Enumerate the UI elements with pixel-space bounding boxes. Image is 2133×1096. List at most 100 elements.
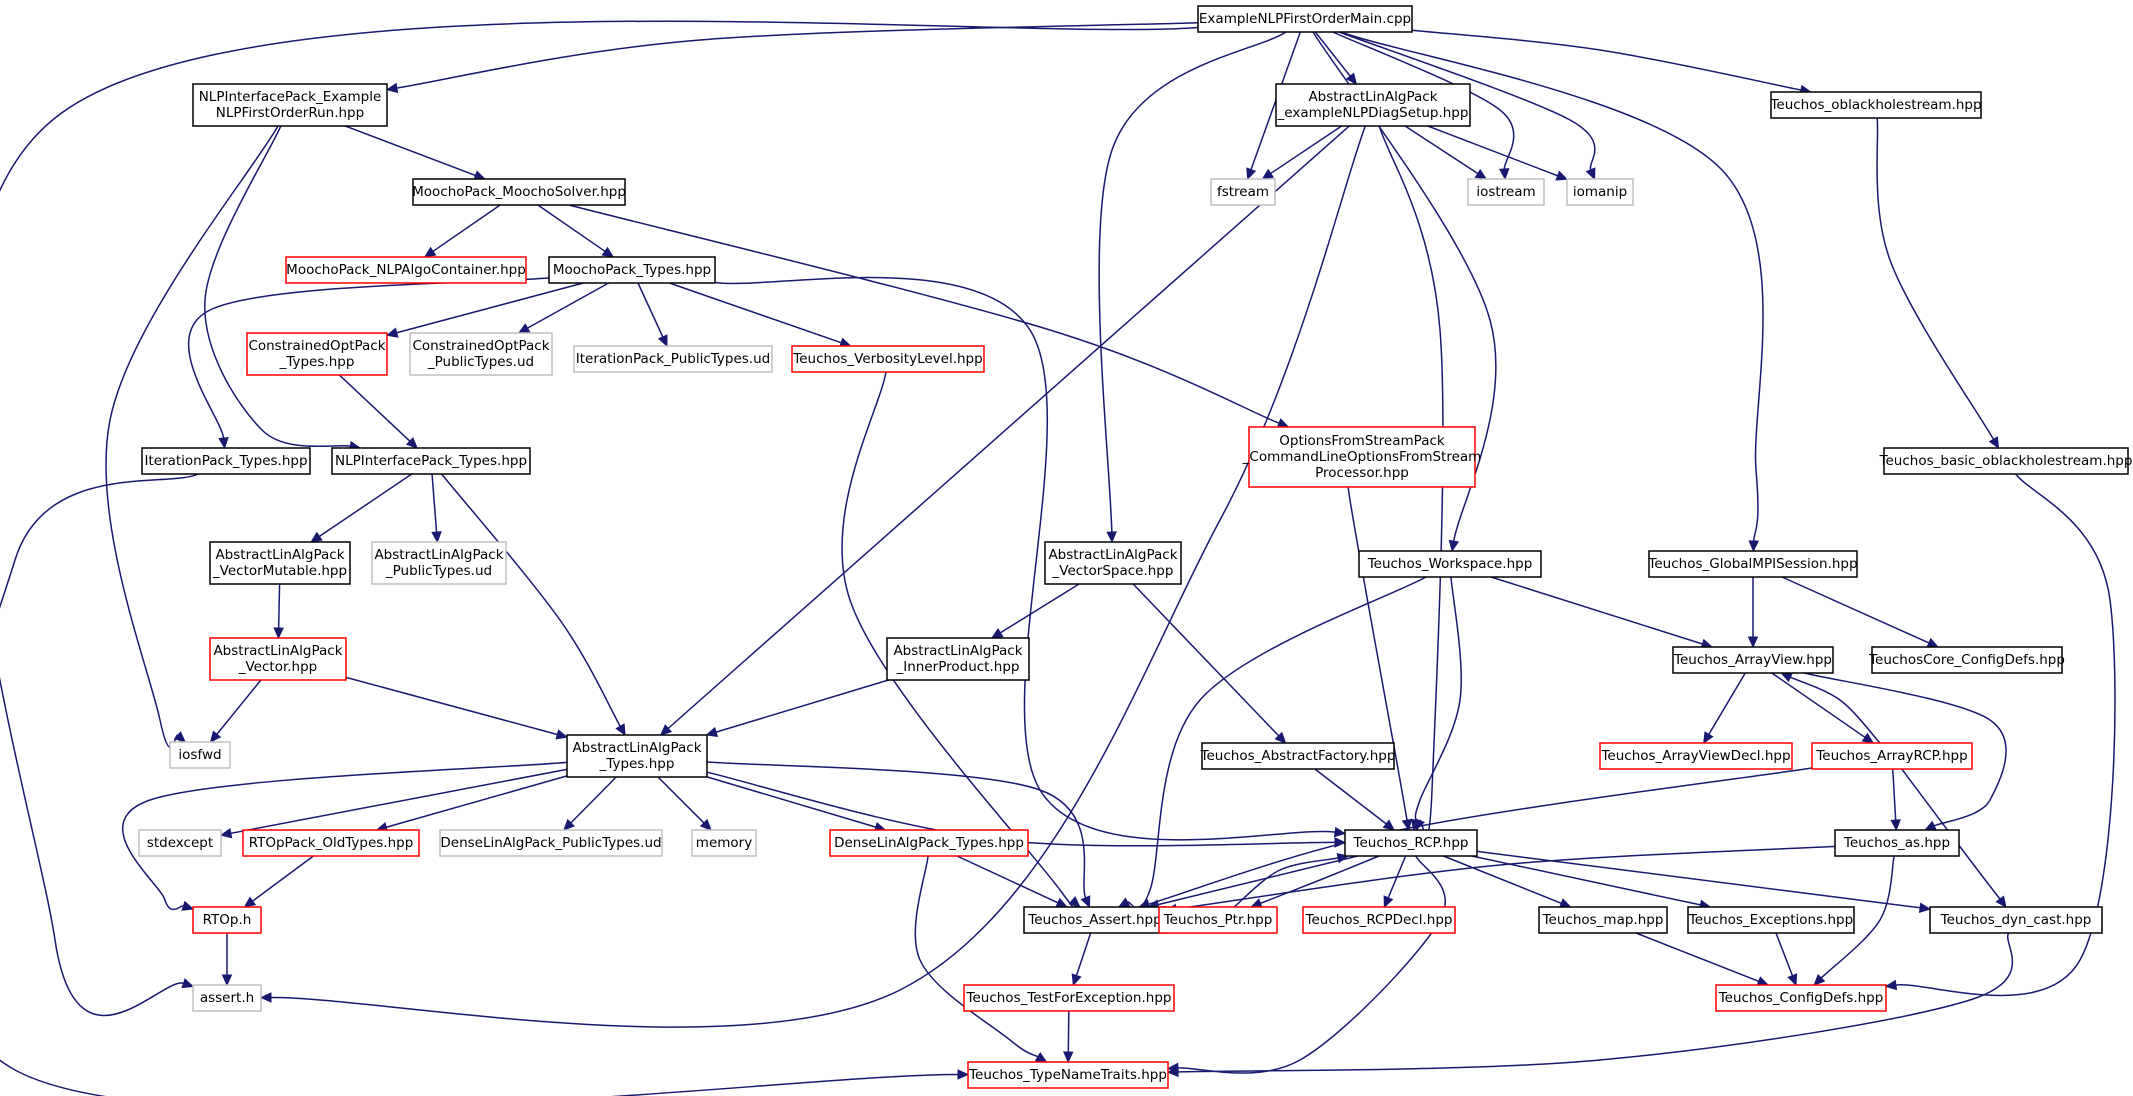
edge-vecmut-to-vector (277, 583, 281, 629)
edge-main-to-nlprun (396, 21, 1199, 89)
arrowhead-arrayview-to-arcp (1861, 732, 1875, 744)
node-assert[interactable]: Teuchos_Assert.hpp (1023, 906, 1167, 934)
node-label-vector-line-1: _Vector.hpp (238, 659, 318, 675)
node-configdefs[interactable]: Teuchos_ConfigDefs.hpp (1715, 984, 1887, 1012)
node-diagsetup[interactable]: AbstractLinAlgPack_exampleNLPDiagSetup.h… (1275, 83, 1471, 127)
arrowhead-main-to-iostream (1499, 168, 1510, 181)
node-label-nlptypes-line-0: NLPInterfacePack_Types.hpp (335, 453, 527, 469)
node-box-mooTypes (548, 256, 716, 284)
node-rtoph[interactable]: RTOp.h (192, 906, 262, 934)
node-ptr[interactable]: Teuchos_Ptr.hpp (1158, 906, 1278, 934)
node-innerprod[interactable]: AbstractLinAlgPack_InnerProduct.hpp (886, 637, 1030, 681)
node-verbos[interactable]: Teuchos_VerbosityLevel.hpp (791, 345, 985, 373)
node-rtopold[interactable]: RTOpPack_OldTypes.hpp (242, 829, 420, 857)
edge-diagsetup-to-fstream (1270, 125, 1343, 175)
node-avdecl[interactable]: Teuchos_ArrayViewDecl.hpp (1599, 742, 1793, 770)
node-mooSolver[interactable]: MoochoPack_MoochoSolver.hpp (412, 178, 626, 206)
node-arcp[interactable]: Teuchos_ArrayRCP.hpp (1811, 742, 1973, 770)
arrowhead-diagsetup-to-iostream (1474, 168, 1488, 180)
node-vecmut[interactable]: AbstractLinAlgPack_VectorMutable.hpp (209, 541, 351, 585)
node-globalmpi[interactable]: Teuchos_GlobalMPISession.hpp (1647, 550, 1858, 578)
node-mooTypes[interactable]: MoochoPack_Types.hpp (548, 256, 716, 284)
node-rcpdecl[interactable]: Teuchos_RCPDecl.hpp (1302, 906, 1456, 934)
node-workspace[interactable]: Teuchos_Workspace.hpp (1358, 550, 1542, 578)
edge-arcp-to-teuchosas (1892, 768, 1897, 821)
arrowhead-arcp-to-dyncast (1995, 895, 2007, 908)
node-iterpub: IterationPack_PublicTypes.ud (573, 345, 773, 373)
node-denselatypes[interactable]: DenseLinAlgPack_Types.hpp (829, 829, 1029, 857)
arrowhead-main-to-diagsetup (1345, 72, 1358, 85)
edge-mooTypes-to-verbos (669, 282, 842, 344)
node-cotypes[interactable]: ConstrainedOptPack_Types.hpp (246, 332, 388, 376)
edge-alatypes-to-memory (657, 776, 705, 824)
node-box-mooSolver (412, 178, 626, 206)
node-typenametraits[interactable]: Teuchos_TypeNameTraits.hpp (967, 1061, 1169, 1089)
node-itertypes[interactable]: IterationPack_Types.hpp (141, 447, 311, 475)
edge-ptr-to-rcp (1233, 857, 1339, 908)
node-box-exceptions (1687, 906, 1855, 934)
node-basicob[interactable]: Teuchos_basic_oblackholestream.hpp (1879, 447, 2133, 475)
node-label-absfactory-line-0: Teuchos_AbstractFactory.hpp (1200, 748, 1396, 764)
node-label-typenametraits-line-0: Teuchos_TypeNameTraits.hpp (968, 1067, 1167, 1083)
node-stdexcept: stdexcept (138, 829, 222, 857)
edge-denselatypes-to-typenametraits (914, 855, 1039, 1058)
arrowhead-main-to-iomanip (1585, 167, 1596, 181)
node-box-fstream (1210, 178, 1276, 206)
node-exceptions[interactable]: Teuchos_Exceptions.hpp (1687, 906, 1855, 934)
node-absfactory[interactable]: Teuchos_AbstractFactory.hpp (1200, 742, 1396, 770)
node-label-mooSolver-line-0: MoochoPack_MoochoSolver.hpp (412, 184, 626, 200)
node-oblack[interactable]: Teuchos_oblackholestream.hpp (1769, 91, 1982, 119)
arrowhead-diagsetup-to-iomanip (1555, 170, 1569, 181)
edge-mooSolver-to-optstream (568, 204, 1280, 424)
node-label-avdecl-line-0: Teuchos_ArrayViewDecl.hpp (1600, 748, 1790, 764)
node-fstream: fstream (1210, 178, 1276, 206)
edge-vector-to-iosfwd (216, 679, 262, 735)
edge-rcp-to-map (1443, 855, 1562, 904)
node-alatypes[interactable]: AbstractLinAlgPack_Types.hpp (566, 734, 708, 778)
node-dyncast[interactable]: Teuchos_dyn_cast.hpp (1929, 906, 2103, 934)
edge-rtopold-to-rtoph (252, 855, 314, 902)
edge-nlptypes-to-vecmut (318, 473, 413, 538)
arrowhead-rtoph-to-asserth (221, 974, 233, 987)
node-label-iterpub-line-0: IterationPack_PublicTypes.ud (576, 351, 770, 367)
node-label-nlpAlgo-line-0: MoochoPack_NLPAlgoContainer.hpp (286, 262, 526, 278)
node-map[interactable]: Teuchos_map.hpp (1538, 906, 1668, 934)
node-teuchosas[interactable]: Teuchos_as.hpp (1834, 829, 1960, 857)
node-label-optstream-line-1: _CommandLineOptionsFromStream (1242, 449, 1482, 465)
node-label-map-line-0: Teuchos_map.hpp (1542, 912, 1664, 928)
node-box-rcpdecl (1302, 906, 1456, 934)
node-testforexc[interactable]: Teuchos_TestForException.hpp (963, 984, 1175, 1012)
arrowhead-optstream-to-rcp (1401, 818, 1413, 832)
node-vecspace[interactable]: AbstractLinAlgPack_VectorSpace.hpp (1044, 541, 1182, 585)
arrowhead-nlptypes-to-alapub (431, 531, 442, 544)
node-label-main-line-0: ExampleNLPFirstOrderMain.cpp (1199, 11, 1411, 27)
edge-mooTypes-to-copub (527, 282, 609, 329)
node-copub: ConstrainedOptPack_PublicTypes.ud (409, 332, 553, 376)
node-label-innerprod-line-1: _InnerProduct.hpp (896, 659, 1020, 675)
node-nlprun[interactable]: NLPInterfacePack_ExampleNLPFirstOrderRun… (192, 83, 388, 127)
node-arrayview[interactable]: Teuchos_ArrayView.hpp (1672, 646, 1834, 674)
node-rcp[interactable]: Teuchos_RCP.hpp (1344, 829, 1478, 857)
edge-alatypes-to-rtopold (386, 775, 568, 828)
node-nlptypes[interactable]: NLPInterfacePack_Types.hpp (331, 447, 531, 475)
node-label-nlprun-line-1: NLPFirstOrderRun.hpp (216, 105, 364, 121)
arrowhead-arcp-to-teuchosas (1890, 819, 1901, 832)
node-label-optstream-line-2: Processor.hpp (1315, 465, 1409, 481)
node-box-main (1197, 5, 1413, 33)
node-vector[interactable]: AbstractLinAlgPack_Vector.hpp (209, 637, 347, 681)
node-label-alatypes-line-1: _Types.hpp (599, 756, 675, 772)
node-box-denselapub (439, 829, 663, 857)
edge-mooSolver-to-nlpAlgo (432, 204, 501, 252)
edge-alatypes-to-rtoph (121, 761, 568, 911)
node-optstream[interactable]: OptionsFromStreamPack_CommandLineOptions… (1242, 426, 1482, 488)
edge-arrayview-to-avdecl (1708, 672, 1746, 735)
node-label-cotypes-line-1: _Types.hpp (279, 354, 355, 370)
edge-dyncast-to-typenametraits (1177, 932, 2014, 1073)
arrowhead-nlptypes-to-alatypes (615, 723, 626, 737)
node-nlpAlgo[interactable]: MoochoPack_NLPAlgoContainer.hpp (285, 256, 527, 284)
edge-mooTypes-to-iterpub (637, 282, 664, 338)
arrowhead-rcp-to-dyncast (1918, 902, 1932, 913)
edge-rcp-to-assert (1157, 855, 1358, 906)
node-coreconfig[interactable]: TeuchosCore_ConfigDefs.hpp (1868, 646, 2065, 674)
node-label-ptr-line-0: Teuchos_Ptr.hpp (1163, 912, 1273, 928)
